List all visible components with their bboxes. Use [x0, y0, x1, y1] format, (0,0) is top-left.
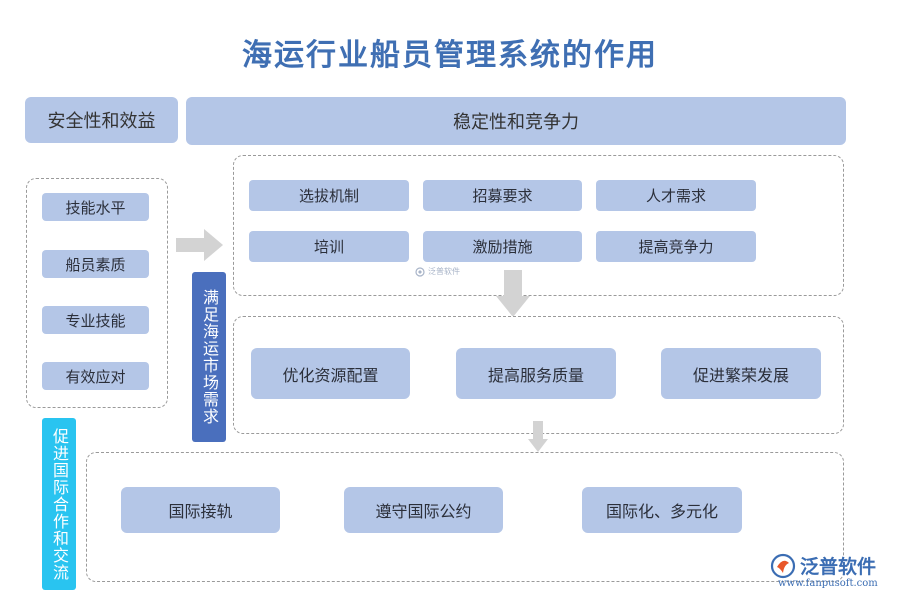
top-item-talent-demand: 人才需求	[596, 180, 756, 211]
arrow-right-icon	[176, 229, 223, 261]
left-item-skill-level: 技能水平	[42, 193, 149, 221]
left-item-crew-quality: 船员素质	[42, 250, 149, 278]
watermark-small-text: 泛普软件	[428, 267, 460, 276]
middle-item-improve-service: 提高服务质量	[456, 348, 616, 399]
bottom-item-comply-conventions: 遵守国际公约	[344, 487, 503, 533]
top-panel	[233, 155, 844, 296]
fanpu-logo-icon	[770, 553, 796, 578]
top-item-incentives: 激励措施	[423, 231, 582, 262]
logo-text: 泛普软件	[800, 556, 877, 578]
left-item-professional-skill: 专业技能	[42, 306, 149, 334]
middle-item-optimize-resources: 优化资源配置	[251, 348, 410, 399]
top-item-improve-competitiveness: 提高竞争力	[596, 231, 756, 262]
logo-url: www.fanpusoft.com	[778, 578, 878, 589]
watermark-small: 泛普软件	[415, 266, 460, 277]
left-item-effective-response: 有效应对	[42, 362, 149, 390]
top-item-training: 培训	[249, 231, 409, 262]
top-item-selection-mechanism: 选拔机制	[249, 180, 409, 211]
middle-item-promote-prosperity: 促进繁荣发展	[661, 348, 821, 399]
bottom-item-internationalization: 国际化、多元化	[582, 487, 742, 533]
fanpu-logo: 泛普软件	[770, 552, 876, 579]
top-item-recruitment-requirements: 招募要求	[423, 180, 582, 211]
header-stability-competitiveness: 稳定性和竞争力	[186, 97, 846, 145]
fanpu-logo-icon	[415, 266, 425, 277]
vertical-label-market-demand: 满足海运市场需求	[192, 272, 226, 442]
vertical-label-international-cooperation: 促进国际合作和交流	[42, 418, 76, 590]
arrow-down-icon	[528, 421, 548, 452]
page-title: 海运行业船员管理系统的作用	[242, 38, 658, 73]
bottom-item-international-alignment: 国际接轨	[121, 487, 280, 533]
arrow-down-icon	[496, 270, 530, 317]
header-safety-benefit: 安全性和效益	[25, 97, 178, 143]
